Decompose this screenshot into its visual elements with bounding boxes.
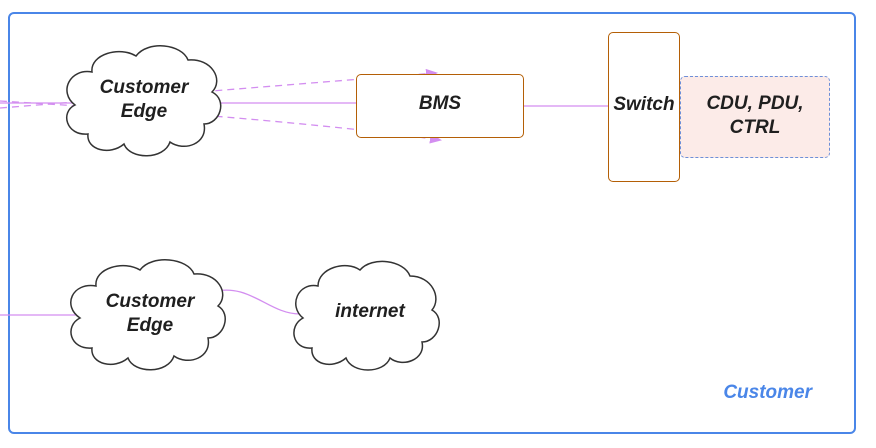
cloud-shape-top [65, 45, 222, 157]
bms-box[interactable] [356, 74, 524, 138]
cloud-shape-bottom [70, 259, 226, 371]
cloud-shape-internet [293, 260, 440, 371]
cdu-pdu-ctrl-box[interactable] [680, 76, 830, 158]
dashed-arrow-lower [0, 100, 442, 144]
customer-group-label: Customer [723, 382, 812, 403]
link-bottom-cloud-to-internet [211, 289, 301, 315]
switch-box[interactable] [608, 32, 680, 182]
